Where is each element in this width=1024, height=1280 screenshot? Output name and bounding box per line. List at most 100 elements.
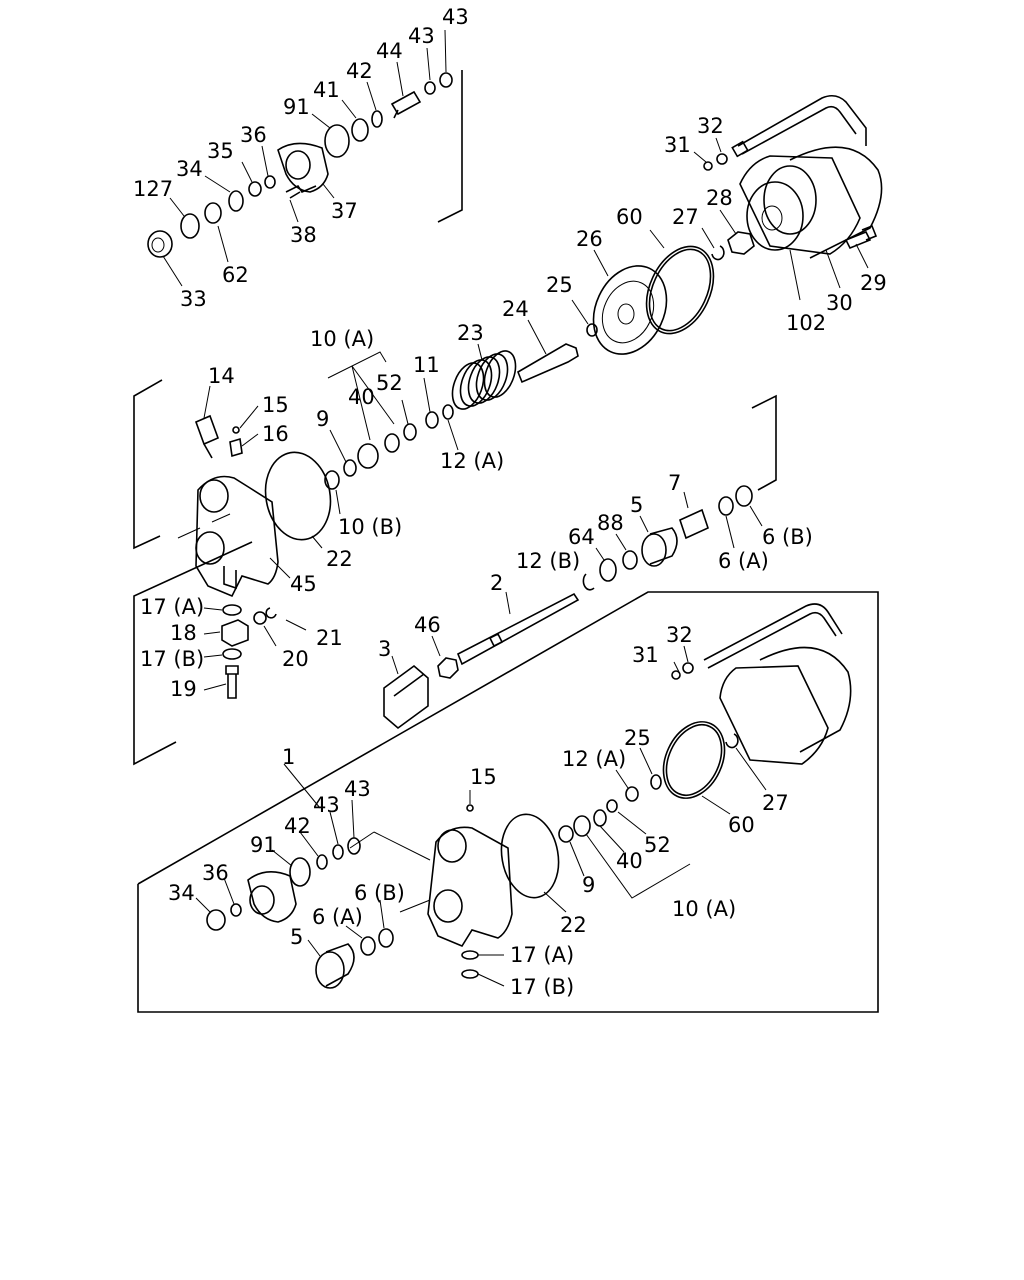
washer-25 xyxy=(586,323,598,337)
callout-27: 27 xyxy=(762,791,789,815)
ring-21 xyxy=(265,607,277,619)
callout-5: 5 xyxy=(290,925,303,949)
o-ring-60 xyxy=(662,721,726,799)
callout-43: 43 xyxy=(313,793,340,817)
ring-31 xyxy=(703,161,713,171)
leader-line xyxy=(693,151,707,163)
piston-26-hub xyxy=(617,303,635,325)
leader-line xyxy=(307,939,321,957)
callout-36: 36 xyxy=(240,123,267,147)
seal-9 xyxy=(343,459,357,477)
leader-line xyxy=(477,973,505,987)
o-ring-22 xyxy=(500,813,560,899)
nut-28 xyxy=(727,231,755,255)
callout-10a: 10 (A) xyxy=(310,327,374,351)
bracket-10a xyxy=(327,351,387,379)
guide-line xyxy=(349,831,375,849)
ball-15 xyxy=(232,426,240,434)
leader-line xyxy=(311,113,331,129)
leader-line xyxy=(283,763,321,809)
leader-line xyxy=(203,607,223,611)
callout-6b: 6 (B) xyxy=(354,881,405,905)
o-ring-91 xyxy=(289,857,311,887)
snap-ring-27 xyxy=(711,245,725,261)
callout-32: 32 xyxy=(697,114,724,138)
leader-line xyxy=(615,533,627,551)
leader-line xyxy=(447,419,459,451)
ring-52 xyxy=(606,799,618,813)
leader-line xyxy=(204,175,231,193)
pipe xyxy=(737,94,867,155)
o-ring-42 xyxy=(371,110,383,128)
assembly-box: 1 xyxy=(137,591,879,1013)
bolt-38 xyxy=(285,184,317,199)
bolt-29 xyxy=(844,224,878,250)
leader-line xyxy=(423,377,431,413)
plug-7 xyxy=(679,508,709,540)
leader-line xyxy=(271,849,293,867)
callout-91: 91 xyxy=(283,95,310,119)
leader-line xyxy=(855,243,869,269)
seal-ring-43 xyxy=(439,72,453,88)
body-spigot xyxy=(223,566,237,590)
bolt-19 xyxy=(225,665,239,699)
leader-line xyxy=(639,747,653,775)
callout-34: 34 xyxy=(176,157,203,181)
leader-line xyxy=(223,877,235,905)
leader-line xyxy=(426,47,431,81)
o-ring-91 xyxy=(324,124,350,158)
sleeve-5 xyxy=(641,533,667,567)
leader-line xyxy=(203,683,227,691)
leader-line xyxy=(263,625,277,647)
callout-43: 43 xyxy=(344,777,371,801)
callout-25: 25 xyxy=(624,726,651,750)
callout-26: 26 xyxy=(576,227,603,251)
cover-bore xyxy=(285,150,311,180)
callout-91: 91 xyxy=(250,833,277,857)
housing-body xyxy=(789,146,883,259)
callout-17b: 17 (B) xyxy=(140,647,204,671)
callout-23: 23 xyxy=(457,321,484,345)
leader-line xyxy=(162,255,183,287)
leader-line xyxy=(749,505,763,527)
leader-line xyxy=(203,654,223,658)
leader-line xyxy=(241,433,259,447)
callout-127: 127 xyxy=(133,177,173,201)
o-ring-60-inner xyxy=(665,724,723,796)
callout-3: 3 xyxy=(378,637,391,661)
fitting-14 xyxy=(194,414,220,459)
leader-line xyxy=(289,199,299,223)
backup-ring-6b xyxy=(735,485,753,507)
leader-line xyxy=(239,405,259,429)
callout-43: 43 xyxy=(408,24,435,48)
callout-40: 40 xyxy=(616,849,643,873)
leader-line xyxy=(725,515,735,549)
snap-ring-12a xyxy=(625,786,639,802)
callout-31: 31 xyxy=(664,133,691,157)
callout-37: 37 xyxy=(331,199,358,223)
callout-6a: 6 (A) xyxy=(718,549,769,573)
leader-line xyxy=(617,811,647,835)
leader-line xyxy=(527,319,547,355)
flange-30 xyxy=(739,155,861,255)
leader-line xyxy=(217,225,229,263)
leader-line xyxy=(615,769,629,789)
seal-ring-43 xyxy=(347,837,361,855)
callout-52: 52 xyxy=(376,371,403,395)
body-45 xyxy=(195,475,279,598)
washer-11 xyxy=(425,411,439,429)
callout-88: 88 xyxy=(597,511,624,535)
leader-line xyxy=(241,161,253,183)
callout-22: 22 xyxy=(560,913,587,937)
nut-20 xyxy=(253,611,267,625)
leader-line xyxy=(269,557,291,579)
callout-16: 16 xyxy=(262,422,289,446)
plug-36 xyxy=(230,903,242,917)
right-frame xyxy=(751,394,777,491)
leader-line xyxy=(345,925,363,939)
leader-line xyxy=(431,635,441,657)
assembly-frame xyxy=(137,591,879,1013)
seal-9 xyxy=(558,825,574,843)
flange xyxy=(719,665,829,765)
